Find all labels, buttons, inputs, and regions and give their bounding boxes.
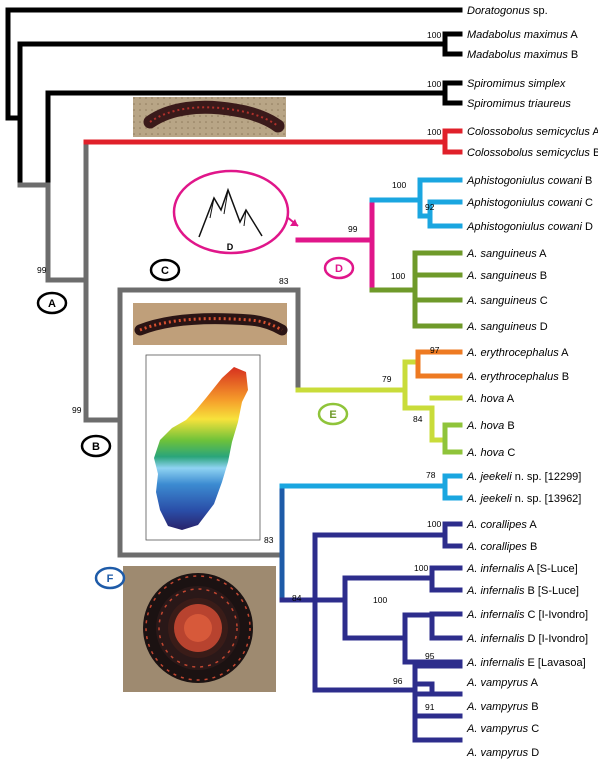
branch-deep: [279, 521, 463, 603]
madagascar-map: [145, 354, 261, 541]
support-value: 91: [425, 702, 435, 712]
taxon-label: Madabolus maximus B: [467, 49, 578, 61]
branch-hova: [442, 422, 463, 455]
clade-f-circle: [94, 566, 126, 590]
taxon-label: Spiromimus simplex: [467, 78, 566, 90]
clade-b-circle: [80, 434, 112, 458]
support-value: 100: [427, 30, 441, 40]
support-value: 95: [425, 651, 435, 661]
support-value: 100: [391, 271, 405, 281]
taxon-label: Aphistogoniulus cowani D: [466, 221, 593, 233]
taxon-label: A. infernalis E [Lavasoa]: [466, 657, 586, 669]
support-value: 84: [413, 414, 423, 424]
support-value: 100: [427, 127, 441, 137]
millipede-photo-top: [133, 97, 286, 137]
taxon-label: Aphistogoniulus cowani B: [466, 175, 592, 187]
branch-colossobolus: [83, 128, 463, 155]
branch-backbone-ade: [117, 287, 301, 393]
taxon-label: A. erythrocephalus A: [466, 347, 569, 359]
support-values: 100 100 100 99 100 92 100 97 79 84 78 10…: [37, 30, 441, 712]
branch-backbone-b: [83, 139, 123, 423]
taxon-label: A. vampyrus B: [466, 701, 539, 713]
support-value: 83: [264, 535, 274, 545]
branch-root: [5, 7, 463, 121]
coiled-millipede-photo: [123, 566, 276, 692]
support-value: 84: [292, 593, 302, 603]
support-value: 99: [72, 405, 82, 415]
clade-e-circle: [317, 402, 349, 426]
taxon-label: Spiromimus triaureus: [467, 98, 571, 110]
taxon-label: A. infernalis D [I-Ivondro]: [466, 633, 588, 645]
branch-jeekeli: [279, 473, 463, 501]
millipede-photo-middle: [133, 303, 288, 345]
taxon-label: Colossobolus semicyclus A: [467, 126, 598, 138]
support-value: 100: [427, 79, 441, 89]
mountains-bubble-label: D: [227, 242, 234, 252]
taxon-label: A. corallipes A: [466, 519, 537, 531]
clade-labels: A B C D E F D: [36, 242, 355, 590]
taxon-label: Doratogonus sp.: [467, 5, 548, 17]
support-value: 96: [393, 676, 403, 686]
taxon-label: A. infernalis B [S-Luce]: [466, 585, 579, 597]
branch-backbone-a: [17, 182, 89, 283]
taxon-label: A. vampyrus C: [466, 723, 539, 735]
taxon-label: A. hova A: [466, 393, 515, 405]
branch-madabolus-tips: [442, 31, 463, 57]
support-value: 100: [392, 180, 406, 190]
support-value: 78: [426, 470, 436, 480]
branch-vampyrus: [312, 663, 463, 743]
clade-c-label: C: [161, 265, 169, 277]
clade-a-circle: [36, 291, 68, 315]
support-value: 100: [373, 595, 387, 605]
taxon-label: A. hova C: [466, 447, 515, 459]
clade-e-label: E: [329, 409, 336, 421]
clade-b-label: B: [92, 441, 100, 453]
taxon-label: Aphistogoniulus cowani C: [466, 197, 593, 209]
taxon-label: Madabolus maximus A: [467, 29, 578, 41]
taxon-label: A. sanguineus A: [466, 248, 547, 260]
taxon-label: A. erythrocephalus B: [466, 371, 569, 383]
branch-backbone-c: [117, 287, 285, 558]
mountains-icon: [172, 169, 299, 255]
clade-d-circle: [323, 256, 355, 280]
taxon-label: A. vampyrus A: [466, 677, 539, 689]
branch-spiromimus-tips: [442, 80, 463, 106]
branch-erythrocephalus: [415, 349, 463, 379]
support-value: 99: [37, 265, 47, 275]
taxon-label: A. hova B: [466, 420, 515, 432]
taxon-labels: Doratogonus sp. Madabolus maximus A Mada…: [466, 5, 598, 759]
clade-a-label: A: [48, 298, 56, 310]
taxon-label: A. sanguineus B: [466, 270, 547, 282]
support-value: 79: [382, 374, 392, 384]
support-value: 92: [425, 202, 435, 212]
taxon-label: A. sanguineus D: [466, 321, 548, 333]
clade-c-circle: [149, 258, 181, 282]
branch-clade-d: [295, 197, 375, 293]
taxon-label: A. infernalis C [I-Ivondro]: [466, 609, 588, 621]
taxon-label: A. vampyrus D: [466, 747, 539, 759]
branch-clade-e: [295, 359, 463, 443]
taxon-label: Colossobolus semicyclus B: [467, 147, 598, 159]
branches: [5, 7, 463, 743]
support-value: 99: [348, 224, 358, 234]
taxon-label: A. infernalis A [S-Luce]: [466, 563, 578, 575]
branch-sanguineus: [369, 250, 463, 329]
taxon-label: A. corallipes B: [466, 541, 537, 553]
support-value: 97: [430, 345, 440, 355]
clade-f-label: F: [107, 573, 114, 585]
support-value: 100: [414, 563, 428, 573]
support-value: 83: [279, 276, 289, 286]
taxon-label: A. jeekeli n. sp. [12299]: [466, 471, 581, 483]
support-value: 100: [427, 519, 441, 529]
branch-cowani: [369, 177, 463, 229]
taxon-label: A. sanguineus C: [466, 295, 548, 307]
branch-infernalis: [312, 565, 463, 693]
clade-d-label: D: [335, 263, 343, 275]
taxon-label: A. jeekeli n. sp. [13962]: [466, 493, 581, 505]
